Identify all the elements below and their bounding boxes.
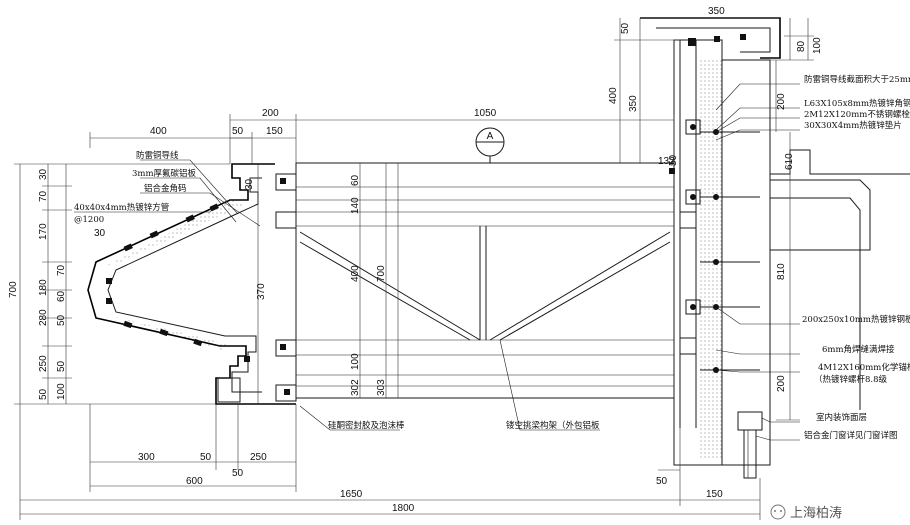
label-angle-steel: L63X105x8mm热镀锌角钢: [804, 98, 910, 109]
leader-lines: [74, 83, 800, 441]
label-embed-plate: 200x250x10mm热镀锌钢板埋件: [802, 314, 910, 325]
dim-left-30a: 30: [38, 168, 49, 180]
dim-bot-150: 150: [706, 489, 723, 500]
section-marker: A: [475, 127, 505, 163]
label-spacing: @1200: [74, 215, 104, 225]
dim-left-280: 280: [38, 309, 49, 326]
dim-v-810: 810: [776, 263, 787, 280]
dim-v-50: 50: [668, 154, 679, 166]
dim-v-132: 132: [658, 156, 675, 167]
dim-left-30b: 30: [94, 228, 106, 239]
dim-left-70b: 70: [56, 264, 67, 276]
label-chem-anchor: 4M12X160mm化学锚栓: [818, 362, 910, 373]
dim-bot-50b: 50: [232, 468, 244, 479]
dim-mid-302: 302: [350, 379, 361, 396]
dim-left-250: 250: [38, 355, 49, 372]
dim-bot-300: 300: [138, 452, 155, 463]
dim-left-700: 700: [8, 281, 19, 298]
dim-left-70a: 70: [38, 190, 49, 202]
dim-left-60: 60: [56, 290, 67, 302]
dim-bot-50a: 50: [200, 452, 212, 463]
label-alloy-clip: 铝合金角码: [144, 183, 187, 194]
label-washer: 30X30X4mm热镀锌垫片: [804, 120, 902, 131]
watermark: 上海柏涛: [770, 504, 842, 521]
left-nose-profile: [87, 163, 296, 405]
label-sealant: 硅酮密封胶及泡沫棒: [328, 420, 405, 431]
label-interior-finish: 室内装饰面层: [816, 412, 867, 423]
dim-left-100: 100: [56, 383, 67, 400]
dim-top-1050: 1050: [474, 108, 497, 119]
dimension-texts: 350 50 200 150 400 50 1050 80 100 400 35…: [8, 6, 823, 514]
dim-top-50b: 50: [232, 126, 244, 137]
dim-mid-400: 400: [350, 265, 361, 282]
dim-bot-250: 250: [250, 452, 267, 463]
dim-mid-140: 140: [350, 197, 361, 214]
hollow-beam-panel: [275, 162, 697, 402]
dim-left-370: 370: [256, 283, 267, 300]
dim-top-80: 80: [796, 40, 807, 52]
dim-left-170: 170: [38, 223, 49, 240]
label-steel-tube: 40x40x4mm热镀锌方管: [74, 202, 169, 213]
dim-v-400: 400: [608, 87, 619, 104]
dim-bot-50c: 50: [656, 476, 668, 487]
label-right-lightning: 防雷铜导线截面积大于25mm2: [804, 74, 910, 85]
dim-left-30c: 30: [244, 178, 255, 190]
label-weld: 6mm角焊缝满焊接: [822, 344, 895, 355]
label-hollow-frame: 镂空挑梁构架（外包铝板: [506, 420, 600, 431]
label-fluorocarbon-panel: 3mm厚氟碳铝板: [132, 168, 197, 179]
dim-top-350: 350: [708, 6, 725, 17]
dim-bot-600: 600: [186, 476, 203, 487]
dim-mid-700: 700: [376, 265, 387, 282]
dim-left-180: 180: [38, 279, 49, 296]
dim-top-50: 50: [620, 22, 631, 34]
label-window-ref: 铝合金门窗详见门窗详图: [804, 430, 898, 441]
dim-top-150: 150: [266, 126, 283, 137]
dimension-lines: [14, 17, 814, 520]
dim-top-100: 100: [812, 37, 823, 54]
dim-v-200: 200: [776, 93, 787, 110]
dim-top-400: 400: [150, 126, 167, 137]
dim-bot-1800: 1800: [392, 503, 415, 514]
dim-left-50b: 50: [38, 388, 49, 400]
section-marker-label: A: [487, 131, 494, 142]
dim-mid-303: 303: [376, 379, 387, 396]
label-anchor-spec: （热镀锌螺杆8.8级: [814, 374, 888, 385]
dim-mid-100: 100: [350, 353, 361, 370]
dim-mid-60: 60: [350, 174, 361, 186]
dim-top-200: 200: [262, 108, 279, 119]
dim-left-50c: 50: [56, 360, 67, 372]
dim-v-200b: 200: [776, 375, 787, 392]
right-wall-structure: [640, 17, 910, 479]
truss-members: [299, 226, 671, 341]
dim-v-610: 610: [784, 153, 795, 170]
dim-left-50a: 50: [56, 314, 67, 326]
anchor-bolts: [685, 119, 760, 373]
dim-v-350: 350: [628, 95, 639, 112]
annotation-labels: 防雷铜导线 3mm厚氟碳铝板 铝合金角码 40x40x4mm热镀锌方管 @120…: [74, 74, 910, 441]
alloy-clips: [106, 203, 250, 362]
label-bolts: 2M12X120mm不锈钢螺栓（304: [804, 109, 910, 120]
watermark-text: 上海柏涛: [790, 505, 842, 521]
label-lightning-wire: 防雷铜导线: [136, 150, 179, 161]
dim-bot-1650: 1650: [340, 489, 363, 500]
